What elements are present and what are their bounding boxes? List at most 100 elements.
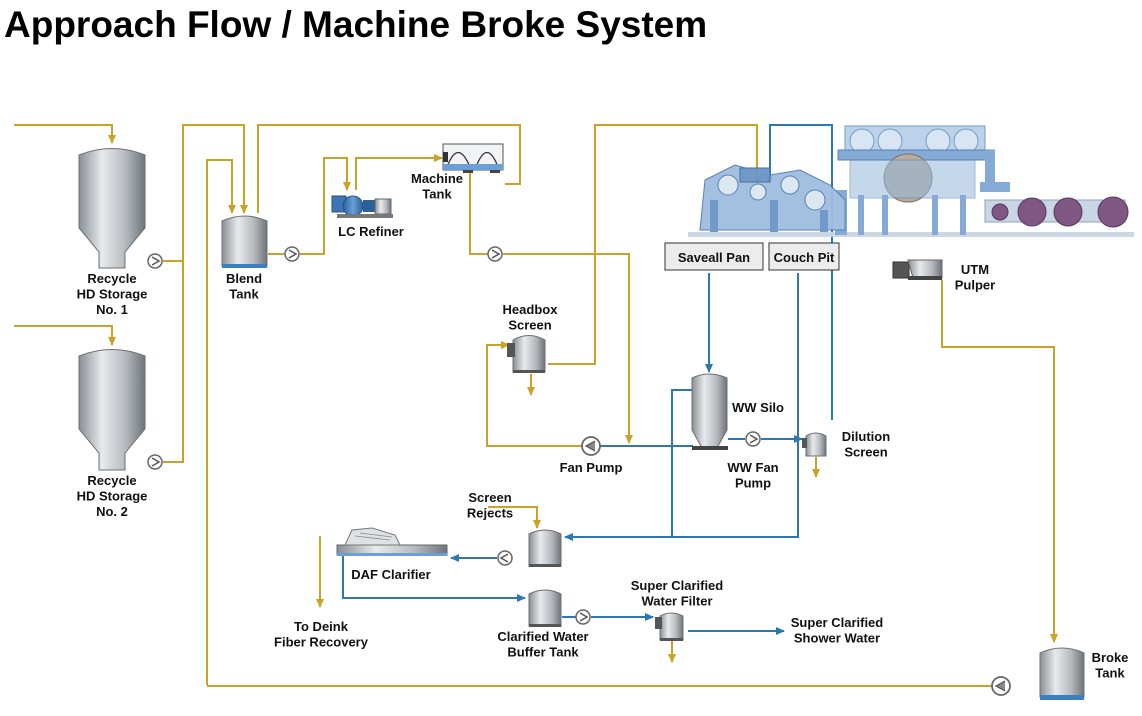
machine-tank-label-line: Machine	[411, 171, 463, 186]
broke-tank-label-line: Tank	[1095, 666, 1125, 681]
stock-to-fan-pump-line	[503, 253, 633, 444]
machine-tank-return-line	[257, 124, 521, 213]
paper-machine	[688, 125, 1134, 237]
fan-pump-label: Fan Pump	[560, 460, 623, 475]
recycle2-label-line: No. 2	[96, 504, 128, 519]
recycle1-label-line: HD Storage	[77, 287, 148, 302]
recycle1-label-line: Recycle	[87, 271, 136, 286]
daf-clarifier-label: DAF Clarifier	[351, 567, 430, 582]
dilution-screen	[802, 432, 827, 457]
broke-return-line	[206, 159, 236, 685]
feed-line-recycle-2	[14, 325, 116, 346]
ww-fan-pump-label-line: Pump	[735, 476, 771, 491]
recycle-hd-storage-2	[78, 349, 146, 471]
pump-icon	[745, 431, 761, 447]
utm-pulper-label-line: Pulper	[955, 278, 995, 293]
utm-pulper-label-line: UTM	[961, 262, 989, 277]
screen-rejects-label-line: Rejects	[467, 506, 513, 521]
ww-silo-label: WW Silo	[732, 400, 784, 415]
daf-clarifier	[336, 527, 448, 556]
couch-pit-box: Couch Pit	[768, 242, 840, 271]
broke-tank-label-line: Broke	[1092, 650, 1129, 665]
headbox-screen	[507, 335, 546, 373]
dilution-to-headbox-line	[766, 124, 833, 420]
super-clarified-shower-label-line: Shower Water	[794, 631, 880, 646]
pulper-to-broke-line	[941, 280, 1058, 643]
blend-tank-label-line: Tank	[229, 287, 259, 302]
screen-rejects-label-line: Screen	[468, 490, 511, 505]
lc-refiner-label: LC Refiner	[338, 224, 404, 239]
pump-icon	[575, 609, 591, 625]
blend-tank-label-line: Blend	[226, 271, 262, 286]
super-clarified-filter-label-line: Water Filter	[641, 594, 712, 609]
recycle-hd-storage-1	[78, 148, 146, 269]
saveall-pan-label: Saveall Pan	[678, 250, 750, 265]
machine-tank-label-line: Tank	[422, 187, 452, 202]
super-clarified-shower-label-line: Super Clarified	[791, 615, 884, 630]
fan-pump-to-headbox-screen-line	[486, 341, 583, 447]
lc-refiner	[331, 195, 393, 218]
couch-pit-to-screen-line	[564, 273, 799, 541]
screen-rejects-line	[488, 506, 541, 529]
daf-clarifier-label-line: DAF Clarifier	[351, 567, 430, 582]
dilution-screen-label-line: Screen	[844, 445, 887, 460]
pump-icon	[487, 246, 503, 262]
pump-icon	[991, 676, 1011, 696]
ww-fan-pump-label-line: WW Fan	[727, 460, 778, 475]
utm-pulper	[892, 259, 943, 280]
machine-tank-outlet-line	[469, 170, 488, 255]
pump-icon	[284, 246, 300, 262]
super-clarified-water-filter	[655, 612, 684, 641]
pump-icon	[147, 454, 163, 470]
page-title: Approach Flow / Machine Broke System	[4, 4, 708, 45]
saveall-pan-box: Saveall Pan	[664, 242, 764, 271]
fiber-lines	[14, 124, 1058, 687]
blend-tank	[221, 215, 268, 268]
ww-silo-label-line: WW Silo	[732, 400, 784, 415]
silo-overflow-line	[671, 389, 693, 537]
machine-tank	[442, 143, 504, 173]
couch-pit-label: Couch Pit	[774, 250, 835, 265]
to-deink-label-line: To Deink	[294, 619, 349, 634]
recycle-to-blend-line	[163, 124, 248, 463]
water-lines	[342, 124, 833, 635]
recycle1-label-line: No. 1	[96, 302, 128, 317]
ww-silo	[691, 373, 728, 450]
daf-to-buffer-line	[342, 552, 526, 602]
dilution-screen-label-line: Dilution	[842, 429, 890, 444]
super-clarified-filter-label-line: Super Clarified	[631, 578, 724, 593]
fan-pump-icon	[581, 436, 601, 456]
screen-rejects-tank	[528, 529, 562, 567]
to-deink-label-line: Fiber Recovery	[274, 635, 369, 650]
refiner-feed-line	[300, 157, 351, 255]
clarified-water-label-line: Clarified Water	[497, 629, 588, 644]
clarified-water-label-line: Buffer Tank	[507, 645, 579, 660]
headbox-screen-label-line: Screen	[508, 318, 551, 333]
recycle2-label-line: HD Storage	[77, 489, 148, 504]
headbox-screen-label-line: Headbox	[503, 302, 559, 317]
recycle2-label-line: Recycle	[87, 473, 136, 488]
headbox-feed-line	[548, 124, 761, 365]
feed-line-recycle-1	[14, 124, 116, 144]
broke-tank	[1039, 647, 1085, 700]
refiner-to-machine-tank-line	[355, 154, 443, 190]
fan-pump-label-line: Fan Pump	[560, 460, 623, 475]
pump-icon	[497, 550, 513, 566]
lc-refiner-label-line: LC Refiner	[338, 224, 404, 239]
